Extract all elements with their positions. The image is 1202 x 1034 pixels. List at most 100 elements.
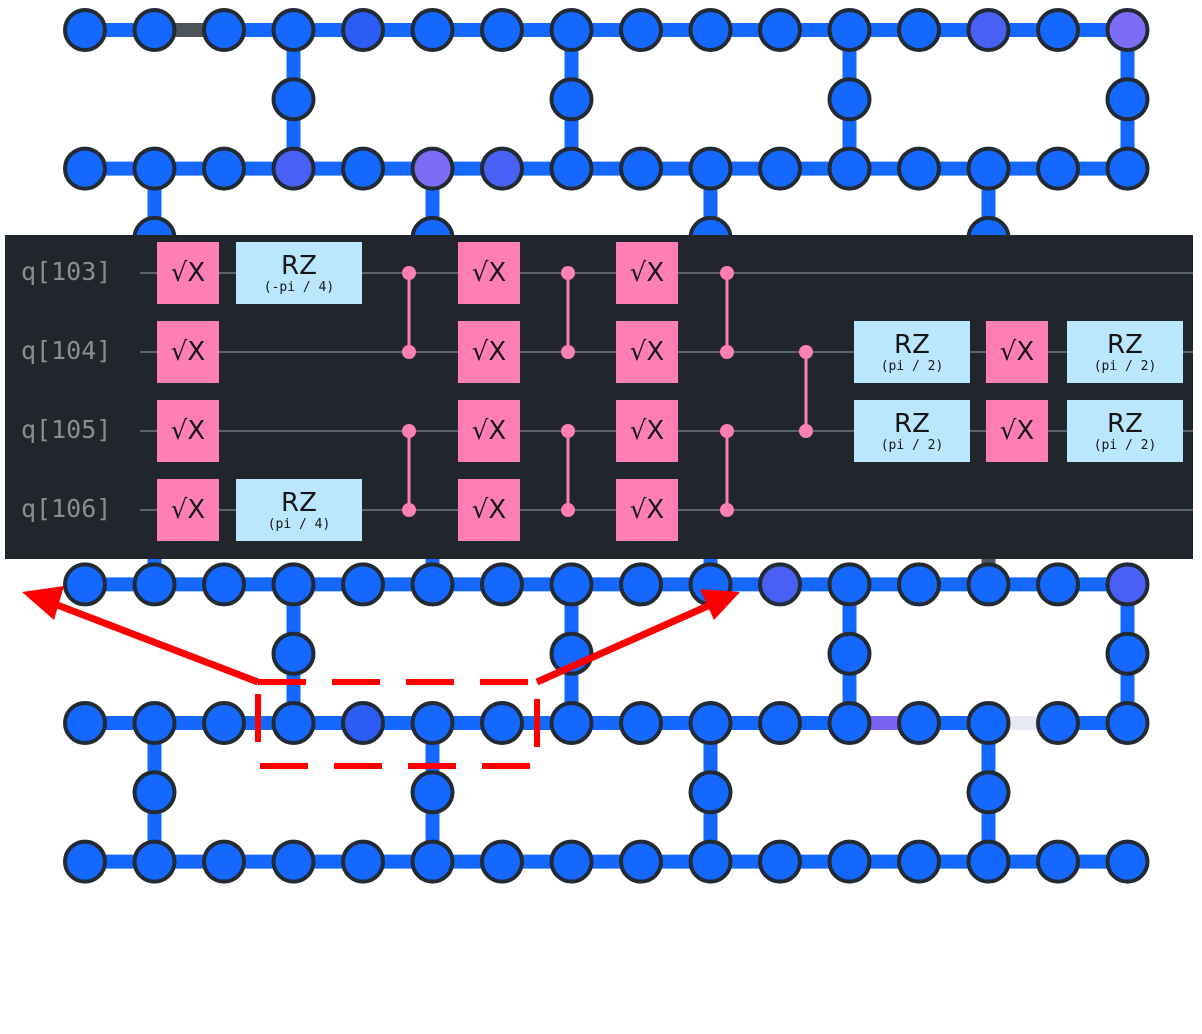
qubit-node	[827, 146, 872, 191]
qubit-node	[688, 770, 733, 815]
qubit-node	[966, 8, 1011, 52]
qubit-node	[271, 701, 316, 745]
cz-control-dot	[799, 345, 813, 359]
qubit-node	[688, 839, 733, 884]
qubit-node	[410, 839, 455, 884]
cz-control-dot	[561, 345, 575, 359]
qubit-node	[827, 77, 872, 122]
qubit-node	[63, 701, 107, 745]
qubit-node	[966, 770, 1011, 815]
qubit-node	[758, 562, 802, 607]
qubit-node	[897, 8, 941, 52]
sx-gate: √X	[616, 321, 678, 383]
qubit-node	[758, 146, 802, 191]
qubit-node	[410, 8, 455, 52]
qubit-node	[758, 701, 802, 745]
sx-gate: √X	[458, 242, 520, 304]
rz-gate-param: (pi / 2)	[1093, 358, 1157, 374]
qubit-node	[202, 701, 246, 745]
rz-gate-name: RZ	[894, 329, 930, 360]
qubit-node	[619, 562, 663, 607]
qubit-node	[271, 562, 316, 607]
qubit-node	[341, 8, 385, 52]
cz-control-dot	[402, 424, 416, 438]
qubit-node	[63, 839, 107, 884]
qubit-node	[966, 146, 1011, 191]
cz-control-dot	[720, 503, 734, 517]
rz-gate: RZ(pi / 2)	[854, 400, 970, 462]
qubit-node	[271, 77, 316, 122]
qubit-label: q[105]	[21, 415, 112, 444]
qubit-label: q[106]	[21, 494, 112, 523]
qubit-node	[132, 839, 177, 884]
qubit-node	[688, 8, 733, 52]
qubit-node	[341, 146, 385, 191]
sx-gate: √X	[157, 242, 219, 304]
qubit-node	[63, 146, 107, 191]
rz-gate-name: RZ	[281, 487, 317, 518]
qubit-node	[202, 562, 246, 607]
sx-gate: √X	[458, 400, 520, 462]
cz-control-dot	[720, 424, 734, 438]
sx-gate: √X	[157, 321, 219, 383]
cz-control-dot	[402, 345, 416, 359]
qubit-node	[480, 8, 524, 52]
rz-gate-param: (pi / 4)	[267, 516, 331, 532]
qubit-node	[132, 8, 177, 52]
qubit-node	[897, 146, 941, 191]
cz-control-dot	[720, 345, 734, 359]
sx-gate: √X	[986, 321, 1048, 383]
qubit-node	[1036, 146, 1080, 191]
qubit-node	[341, 839, 385, 884]
qubit-label: q[104]	[21, 336, 112, 365]
rz-gate-name: RZ	[1107, 329, 1143, 360]
qubit-node	[132, 770, 177, 815]
sx-gate: √X	[616, 479, 678, 541]
cz-control-dot	[799, 424, 813, 438]
qubit-node	[271, 146, 316, 191]
qubit-node	[1105, 77, 1150, 122]
qubit-node	[1105, 631, 1150, 676]
rz-gate-name: RZ	[281, 250, 317, 281]
qubit-node	[410, 562, 455, 607]
qubit-node	[966, 839, 1011, 884]
qubit-node	[688, 562, 733, 607]
qubit-node	[827, 701, 872, 745]
qubit-node	[549, 562, 594, 607]
qubit-node	[480, 839, 524, 884]
rz-gate-param: (-pi / 4)	[263, 279, 335, 295]
sx-gate: √X	[616, 242, 678, 304]
qubit-node	[1105, 839, 1150, 884]
qubit-node	[410, 146, 455, 191]
qubit-node	[132, 146, 177, 191]
qubit-node	[966, 701, 1011, 745]
rz-gate-param: (pi / 2)	[880, 358, 944, 374]
qubit-node	[202, 8, 246, 52]
qubit-node	[341, 701, 385, 745]
qubit-node	[897, 701, 941, 745]
qubit-node	[480, 701, 524, 745]
qubit-node	[1036, 839, 1080, 884]
qubit-node	[480, 146, 524, 191]
qubit-node	[549, 146, 594, 191]
rz-gate-name: RZ	[1107, 408, 1143, 439]
qubit-node	[827, 8, 872, 52]
rz-gate: RZ(pi / 2)	[1067, 321, 1183, 383]
qubit-node	[271, 839, 316, 884]
qubit-node	[271, 631, 316, 676]
cz-control-dot	[561, 266, 575, 280]
qubit-node	[132, 701, 177, 745]
qubit-node	[897, 562, 941, 607]
qubit-node	[549, 77, 594, 122]
qubit-node	[1036, 701, 1080, 745]
qubit-node	[966, 562, 1011, 607]
qubit-node	[758, 839, 802, 884]
qubit-node	[688, 146, 733, 191]
rz-gate: RZ(pi / 2)	[854, 321, 970, 383]
qubit-node	[688, 701, 733, 745]
sx-gate: √X	[458, 321, 520, 383]
qubit-node	[549, 839, 594, 884]
qubit-node	[410, 701, 455, 745]
qubit-label: q[103]	[21, 257, 112, 286]
